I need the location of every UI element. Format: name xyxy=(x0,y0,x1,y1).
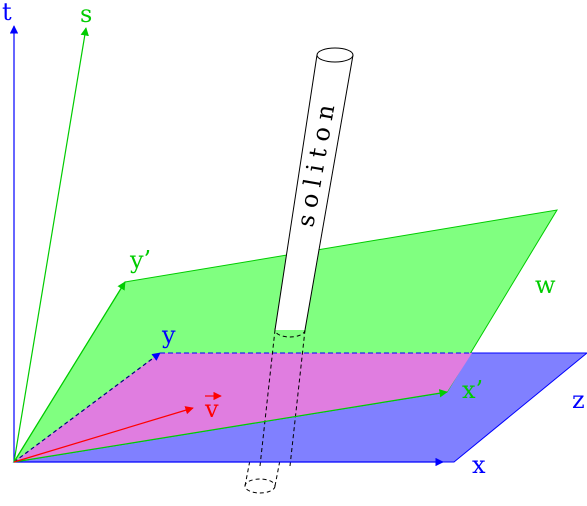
y-axis xyxy=(13,352,161,463)
soliton-cylinder xyxy=(274,47,354,331)
label-x: x xyxy=(472,451,486,479)
label-x-prime: x’ xyxy=(462,376,483,404)
label-t: t xyxy=(2,0,12,26)
x-prime-axis xyxy=(13,389,448,463)
velocity-vector xyxy=(13,406,194,463)
label-w: w xyxy=(535,271,556,299)
soliton-top-ellipse xyxy=(316,47,354,63)
label-z: z xyxy=(572,386,585,414)
label-v: v xyxy=(204,395,219,423)
label-s: s xyxy=(80,0,92,28)
overlap-region xyxy=(14,353,472,462)
y-prime-axis xyxy=(13,281,126,463)
label-y-prime: y’ xyxy=(129,246,151,274)
s-axis xyxy=(13,27,89,463)
label-y: y xyxy=(161,321,176,349)
soliton-bottom-ellipse xyxy=(244,478,276,494)
